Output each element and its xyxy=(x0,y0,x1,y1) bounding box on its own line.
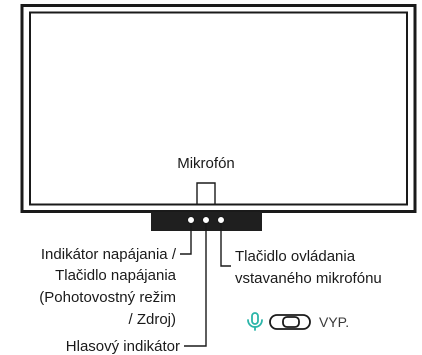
display-outer-frame xyxy=(20,4,417,213)
voice-indicator-dot xyxy=(202,216,210,224)
voice-indicator-label: Hlasový indikátor xyxy=(66,338,180,355)
mic-button-label-line2: vstavaného mikrofónu xyxy=(235,270,382,287)
mikrofon-label: Mikrofón xyxy=(177,155,235,172)
power-label-line1: Indikátor napájania / xyxy=(41,246,177,263)
toggle-state-label: VYP. xyxy=(319,314,349,330)
power-label-line2: Tlačidlo napájania xyxy=(55,267,177,284)
power-indicator-dot xyxy=(187,216,195,224)
power-label-line4: / Zdroj) xyxy=(128,311,176,328)
mic-button-dot xyxy=(217,216,225,224)
mic-button-label-line1: Tlačidlo ovládania xyxy=(235,248,356,265)
toggle-switch-icon xyxy=(269,314,311,330)
display-screen xyxy=(29,11,408,206)
mikrofon-callout-line xyxy=(196,182,216,204)
power-indicator-leader-line xyxy=(180,224,192,255)
voice-indicator-leader-line xyxy=(184,224,207,347)
microphone-icon xyxy=(247,312,263,331)
power-label-line3: (Pohotovostný režim xyxy=(39,289,176,306)
mic-button-leader-line xyxy=(220,224,231,267)
